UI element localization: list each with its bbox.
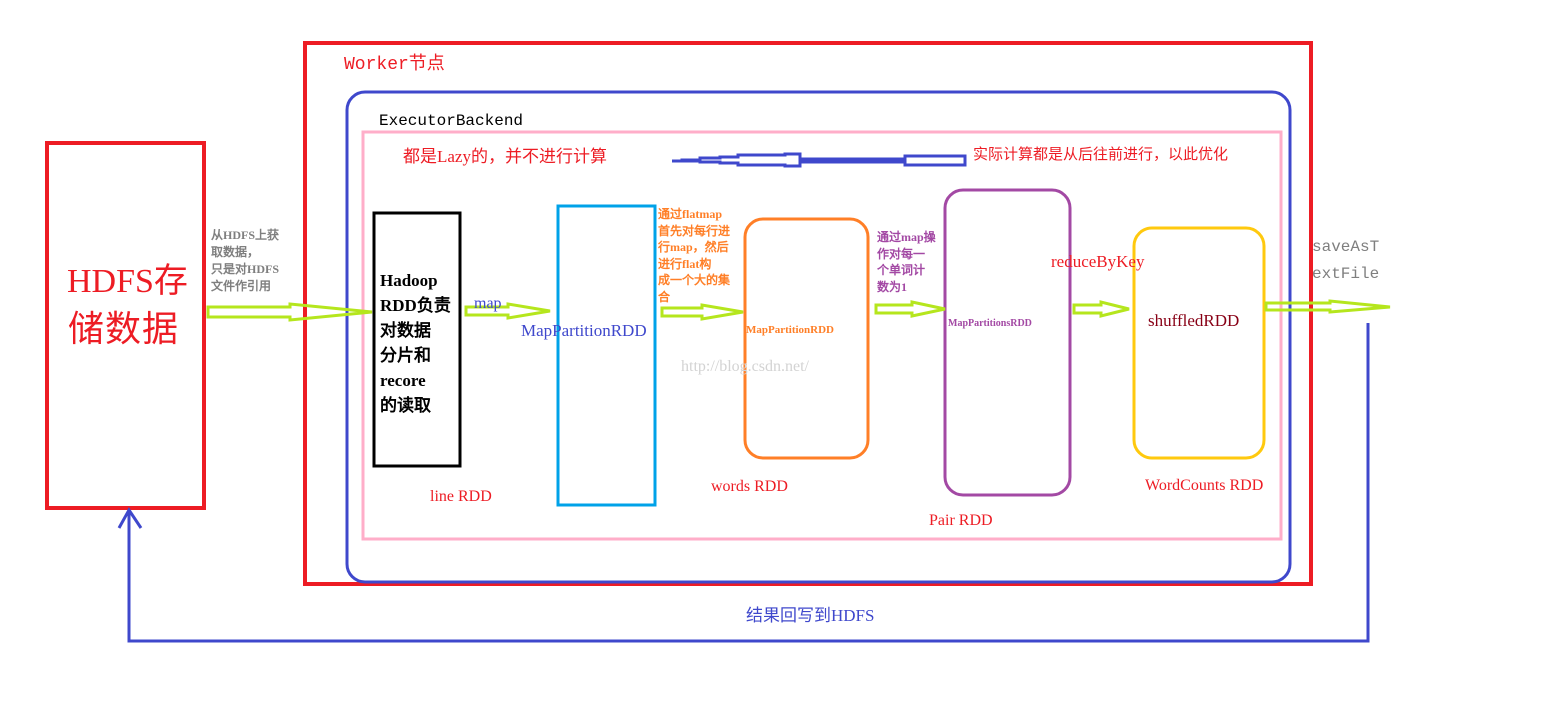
save-as-text-file-label: saveAsT extFile — [1312, 238, 1380, 283]
map-count-note: 通过map操 作对每一 个单词计 数为1 — [877, 230, 936, 294]
worker-node-label: Worker节点 — [344, 55, 445, 75]
flatmap-note: 通过flatmap 首先对每行进 行map，然后 进行flat构 成一个大的集 … — [658, 207, 731, 304]
reduce-by-key-label: reduceByKey — [1051, 252, 1145, 271]
count-arrow — [874, 300, 946, 318]
hdfs-title-line2: 储数据 — [68, 309, 180, 349]
shuffled-rdd-inner-label: shuffledRDD — [1148, 311, 1240, 330]
hdfs-read-note: 从HDFS上获 取数据， 只是对HDFS 文件作引用 — [211, 228, 280, 293]
compute-direction-note: 实际计算都是从后往前进行，以此优化 — [973, 145, 1229, 163]
write-back-arrowhead — [117, 507, 143, 529]
reduce-arrow — [1072, 300, 1130, 318]
map-op-label: map — [474, 295, 502, 312]
write-back-line — [127, 323, 1370, 643]
save-arrow — [1264, 299, 1391, 314]
words-rdd-caption: words RDD — [711, 478, 788, 495]
lazy-note: 都是Lazy的，并不进行计算 — [403, 147, 607, 166]
executor-backend-box — [345, 90, 1292, 584]
flatmap-arrow — [660, 303, 744, 321]
read-arrow — [206, 302, 373, 322]
backward-compute-arrow — [672, 152, 967, 168]
line-rdd-caption: line RDD — [430, 488, 492, 505]
wordcounts-rdd-caption: WordCounts RDD — [1145, 477, 1264, 494]
write-back-label: 结果回写到HDFS — [746, 606, 875, 625]
words-rdd-box — [743, 217, 870, 460]
map-partition-rdd-box — [556, 204, 657, 507]
task-area-box — [361, 130, 1283, 541]
pair-rdd-inner-label: MapPartitionsRDD — [948, 318, 1032, 329]
map-partition-rdd-label: MapPartitionRDD — [521, 321, 647, 340]
pair-rdd-caption: Pair RDD — [929, 512, 993, 529]
hadoop-rdd-text: Hadoop RDD负责 对数据 分片和 recore 的读取 — [380, 271, 451, 415]
pair-rdd-box — [943, 188, 1072, 497]
hadoop-rdd-box — [372, 211, 462, 468]
hdfs-storage-box — [45, 141, 206, 510]
map-arrow — [464, 302, 551, 320]
executor-backend-label: ExecutorBackend — [379, 112, 524, 130]
watermark: http://blog.csdn.net/ — [681, 358, 809, 375]
worker-node-box — [303, 41, 1313, 586]
words-rdd-inner-label: MapPartitionRDD — [746, 324, 834, 336]
shuffled-rdd-box — [1132, 226, 1266, 460]
hdfs-title-line1: HDFS存 — [67, 263, 188, 300]
